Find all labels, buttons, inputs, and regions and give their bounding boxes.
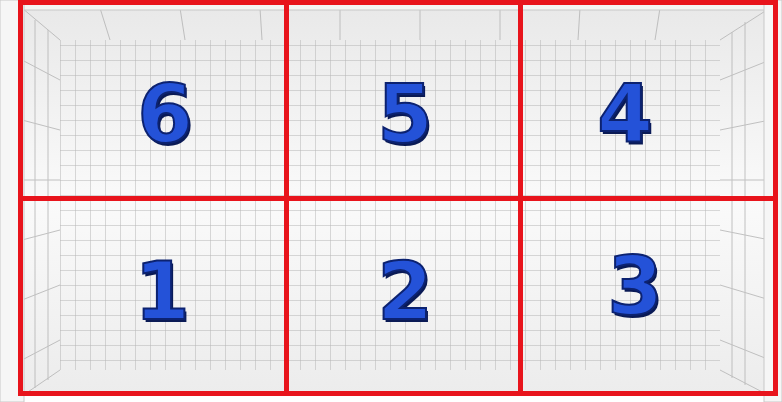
goal-zone: 4 [518, 0, 778, 201]
zone-number: 1 [134, 252, 190, 332]
goal-zone: 2 [284, 196, 523, 396]
zone-number: 2 [377, 252, 433, 332]
goal-zone: 5 [284, 0, 523, 201]
goal-zone: 6 [18, 0, 289, 201]
zone-number: 4 [597, 75, 653, 155]
zone-number: 6 [137, 75, 193, 155]
zone-number: 3 [607, 247, 663, 327]
zone-number: 5 [377, 75, 433, 155]
goal-zone: 1 [18, 196, 289, 396]
goal-zone: 3 [518, 196, 778, 396]
